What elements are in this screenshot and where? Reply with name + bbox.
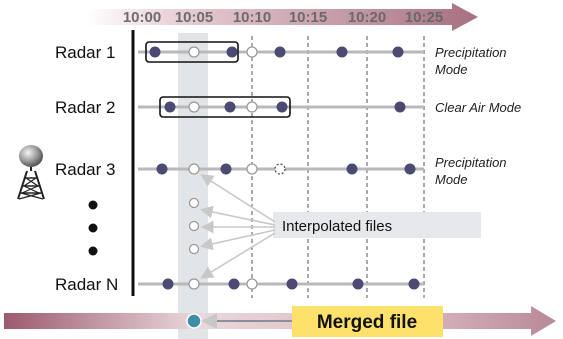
observation-point [404, 163, 416, 175]
time-axis-arrow [86, 3, 478, 31]
interpolated-point [246, 278, 258, 290]
observation-point [394, 101, 406, 113]
time-tick-label: 10:25 [405, 9, 443, 26]
radar-row: Radar 2 Clear Air Mode [55, 96, 521, 118]
scan-mode-label: Mode [435, 62, 468, 77]
missing-point [274, 163, 286, 175]
interpolated-files-label: Interpolated files [282, 218, 392, 235]
observation-point [336, 46, 348, 58]
observation-point [408, 278, 420, 290]
observation-point [352, 278, 364, 290]
scan-mode-label: Precipitation [435, 45, 507, 60]
observation-point [226, 46, 238, 58]
interpolated-point [246, 46, 258, 58]
observation-point [286, 278, 298, 290]
interpolated-point [188, 46, 200, 58]
observation-point [274, 46, 286, 58]
interpolated-point [188, 163, 200, 175]
scan-mode-label: Precipitation [435, 155, 507, 170]
interpolated-point [188, 243, 200, 255]
merged-output-marker [186, 313, 202, 329]
merge-time-highlight-band [178, 33, 208, 339]
interpolated-column-points [188, 197, 200, 255]
observation-point [392, 46, 404, 58]
time-tick-label: 10:20 [348, 9, 386, 26]
time-tick-label: 10:10 [233, 9, 271, 26]
radar-label: Radar N [55, 275, 118, 294]
observation-point [156, 163, 168, 175]
time-tick-label: 10:05 [175, 9, 213, 26]
interpolated-files-callout-box [273, 212, 481, 238]
observation-point [346, 163, 358, 175]
radar-label: Radar 1 [55, 43, 115, 62]
merged-file-label: Merged file [317, 312, 417, 333]
radar-label: Radar 3 [55, 160, 115, 179]
time-tick-label: 10:15 [289, 9, 327, 26]
radar-row: Radar N [55, 275, 424, 294]
interpolated-point [246, 163, 258, 175]
interpolated-pointer-arrows [199, 174, 276, 279]
observation-point [149, 46, 161, 58]
interpolated-point [188, 101, 200, 113]
observation-point [224, 101, 236, 113]
interpolated-point [246, 101, 258, 113]
observation-point [228, 278, 240, 290]
radar-label: Radar 2 [55, 98, 115, 117]
time-tick-labels: 10:00 10:05 10:10 10:15 10:20 10:25 [123, 9, 443, 26]
merged-file-box [292, 306, 443, 337]
interpolation-window-box [145, 41, 239, 63]
interpolated-point [188, 197, 200, 209]
radar-tower-icon [17, 145, 45, 200]
interpolated-point [188, 220, 200, 232]
observation-point [162, 278, 174, 290]
observation-point [276, 101, 288, 113]
time-gridlines [251, 36, 425, 298]
scan-mode-label: Clear Air Mode [435, 100, 521, 115]
scan-mode-label: Mode [435, 172, 468, 187]
observation-point [164, 101, 176, 113]
observation-point [220, 163, 232, 175]
interpolation-window-box [159, 96, 291, 118]
vertical-ellipsis-icon [88, 200, 98, 256]
interpolated-point [188, 278, 200, 290]
time-tick-label: 10:00 [123, 9, 161, 26]
